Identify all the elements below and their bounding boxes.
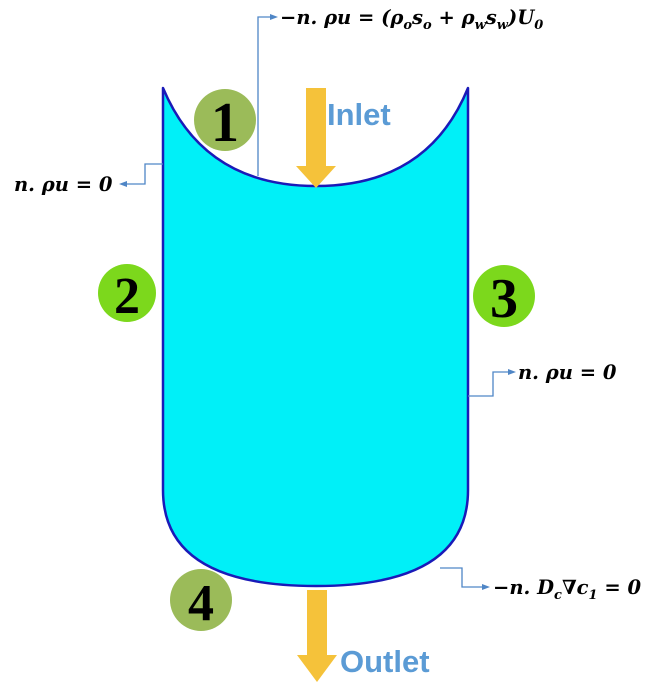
inlet-label: Inlet [327,97,391,132]
boundary-number-1: 1 [211,92,239,154]
leader-line-right [468,371,510,397]
cylinder-body [161,86,470,588]
leader-arrowhead-left [119,181,127,187]
inlet-arrow [296,88,336,188]
leader-line-top [257,16,272,176]
equation-left-wall: n. ρu = 0 [14,173,113,196]
boundary-badge-4: 4 [170,569,232,632]
outlet-arrow [297,590,337,682]
outlet-label: Outlet [340,644,430,679]
boundary-number-2: 2 [114,268,140,325]
boundary-badge-1: 1 [194,89,256,154]
leader-line-bottom [440,567,484,588]
leader-arrowhead-bottom [482,584,490,590]
boundary-number-3: 3 [490,268,518,330]
leader-arrowhead-top [270,14,278,20]
boundary-number-4: 4 [188,575,214,632]
equation-right-wall: n. ρu = 0 [518,361,617,384]
boundary-badge-2: 2 [98,264,156,325]
leader-lines [119,14,516,590]
leader-line-left [125,163,163,185]
equation-inlet: −n. ρu = (ρoso + ρwsw)U0 [280,6,543,33]
boundary-badge-3: 3 [473,265,535,330]
leader-arrowhead-right [508,369,516,375]
equation-outlet: −n. Dc∇c1 = 0 [493,576,641,603]
